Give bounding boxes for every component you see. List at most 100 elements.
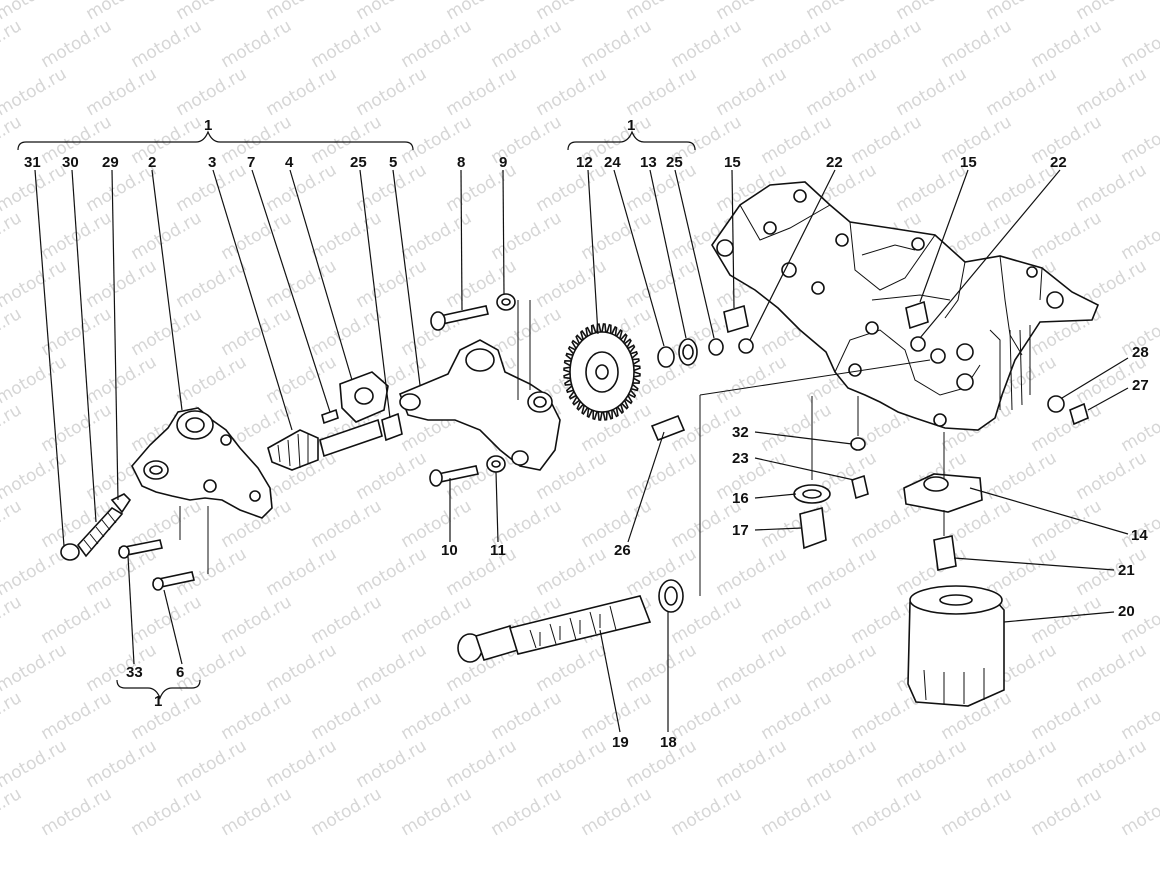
watermark-text: motod.ru	[83, 736, 161, 792]
watermark-text: motod.ru	[128, 784, 206, 840]
watermark-text: motod.ru	[263, 544, 341, 600]
watermark-text: motod.ru	[173, 544, 251, 600]
callout-22-left: 22	[826, 154, 843, 171]
group-label-center: 1	[627, 117, 635, 134]
watermark-text: motod.ru	[938, 16, 1016, 72]
watermark-text: motod.ru	[308, 784, 386, 840]
watermark-text: motod.ru	[668, 16, 746, 72]
watermark-text: motod.ru	[308, 208, 386, 264]
assembly-axes	[179, 300, 945, 596]
watermark-text: motod.ru	[713, 352, 791, 408]
watermark-text: motod.ru	[623, 448, 701, 504]
watermark-text: motod.ru	[758, 16, 836, 72]
callout-28: 28	[1132, 344, 1149, 361]
watermark-text: motod.ru	[308, 112, 386, 168]
callout-12: 12	[576, 154, 593, 171]
watermark-text: motod.ru	[0, 112, 25, 168]
watermark-text: motod.ru	[398, 688, 476, 744]
watermark-text: motod.ru	[173, 736, 251, 792]
watermark-text: motod.ru	[893, 736, 971, 792]
callout-24: 24	[604, 154, 621, 171]
callout-31: 31	[24, 154, 41, 171]
callout-15-left: 15	[724, 154, 741, 171]
watermark-text: motod.ru	[713, 640, 791, 696]
watermark-text: motod.ru	[1028, 400, 1106, 456]
callout-32: 32	[732, 424, 749, 441]
watermark-text: motod.ru	[713, 64, 791, 120]
watermark-text: motod.ru	[308, 688, 386, 744]
watermark-text: motod.ru	[398, 16, 476, 72]
watermark-text: motod.ru	[218, 16, 296, 72]
watermark-text: motod.ru	[83, 64, 161, 120]
watermark-text: motod.ru	[983, 0, 1061, 24]
watermark-text: motod.ru	[218, 688, 296, 744]
watermark-text: motod.ru	[83, 352, 161, 408]
watermark-text: motod.ru	[983, 448, 1061, 504]
watermark-text: motod.ru	[488, 208, 566, 264]
watermark-text: motod.ru	[533, 544, 611, 600]
watermark-text: motod.ru	[1073, 448, 1151, 504]
leader-lines	[34, 169, 1129, 733]
callout-6: 6	[176, 664, 184, 681]
watermark-text: motod.ru	[443, 0, 521, 24]
watermark-text: motod.ru	[38, 16, 116, 72]
watermark-text: motod.ru	[173, 256, 251, 312]
callout-30: 30	[62, 154, 79, 171]
drain-plug-parts	[793, 437, 869, 550]
watermark-text: motod.ru	[533, 736, 611, 792]
watermark-text: motod.ru	[128, 688, 206, 744]
callout-25-center: 25	[666, 154, 683, 171]
watermark-text: motod.ru	[353, 0, 431, 24]
watermark-text: motod.ru	[623, 640, 701, 696]
watermark-text: motod.ru	[38, 400, 116, 456]
watermark-text: motod.ru	[443, 736, 521, 792]
watermark-text: motod.ru	[848, 112, 926, 168]
watermark-text: motod.ru	[983, 160, 1061, 216]
watermark-text: motod.ru	[353, 448, 431, 504]
watermark-text: motod.ru	[218, 784, 296, 840]
watermark-text: motod.ru	[1028, 208, 1106, 264]
watermark-text: motod.ru	[128, 16, 206, 72]
watermark-text: motod.ru	[668, 688, 746, 744]
watermark-text: motod.ru	[803, 64, 881, 120]
watermark-text: motod.ru	[0, 784, 25, 840]
callout-5: 5	[389, 154, 397, 171]
watermark-text: motod.ru	[173, 64, 251, 120]
watermark-text: motod.ru	[0, 64, 70, 120]
watermark-text: motod.ru	[668, 784, 746, 840]
watermark-text: motod.ru	[758, 784, 836, 840]
watermark-text: motod.ru	[308, 16, 386, 72]
watermark-text: motod.ru	[848, 784, 926, 840]
watermark-text: motod.ru	[578, 208, 656, 264]
watermark-text: motod.ru	[1073, 160, 1151, 216]
watermark-text: motod.ru	[0, 352, 70, 408]
watermark-text: motod.ru	[1073, 640, 1151, 696]
screws-center	[429, 293, 516, 487]
screws-bottom-left	[118, 539, 195, 591]
watermark-text: motod.ru	[0, 16, 25, 72]
watermark-text: motod.ru	[758, 400, 836, 456]
watermark-text: motod.ru	[1073, 544, 1151, 600]
watermark-text: motod.ru	[0, 544, 70, 600]
relief-valve-assembly	[60, 493, 132, 561]
callout-4: 4	[285, 154, 294, 171]
watermark-text: motod.ru	[353, 640, 431, 696]
watermark-text: motod.ru	[623, 0, 701, 24]
seal-rings	[657, 300, 929, 368]
watermark-text: motod.ru	[803, 0, 881, 24]
oil-pump-cover-left	[131, 407, 273, 519]
oil-pump-gear	[563, 323, 641, 421]
callout-13: 13	[640, 154, 657, 171]
watermark-text: motod.ru	[983, 64, 1061, 120]
watermark-text: motod.ru	[128, 112, 206, 168]
watermark-text: motod.ru	[308, 592, 386, 648]
bush-26	[650, 414, 686, 442]
shaft-3	[319, 418, 383, 458]
watermark-text: motod.ru	[353, 736, 431, 792]
watermark-text: motod.ru	[173, 0, 251, 24]
callout-33: 33	[126, 664, 143, 681]
watermark-text: motod.ru	[38, 688, 116, 744]
callout-2: 2	[148, 154, 156, 171]
watermark-text: motod.ru	[353, 64, 431, 120]
